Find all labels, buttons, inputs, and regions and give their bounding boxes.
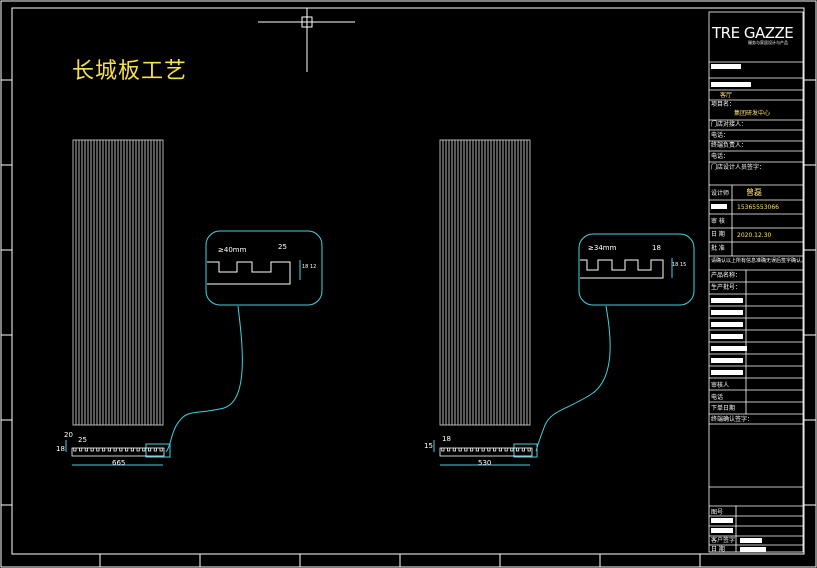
title-block-redacted-bar xyxy=(711,64,741,69)
tb-phone2-label: 电话： xyxy=(711,153,730,160)
tb-bottom3-label: 日 期 xyxy=(711,546,725,553)
tb-project-value: 集团研发中心 xyxy=(734,110,771,117)
title-block-redacted-bar xyxy=(740,538,762,543)
title-block-redacted-bar xyxy=(711,298,743,303)
title-block-redacted-bar xyxy=(711,334,743,339)
detail-bubble-right xyxy=(513,233,695,458)
tb-room: 客厅 xyxy=(720,92,733,99)
inner-sheet-border xyxy=(11,7,805,555)
tb-terminal-label: 终端确认签字： xyxy=(711,416,754,423)
tb-checker-label: 审核人 xyxy=(711,382,730,389)
title-block-redacted-bar xyxy=(740,547,766,552)
tb-review-label: 审 核 xyxy=(711,218,725,225)
plank-strip-right xyxy=(439,447,533,457)
title-block-redacted-bar xyxy=(711,82,751,87)
tb-order-date-label: 下单日期 xyxy=(711,405,736,412)
tb-contact-label: 门店设计人员签字： xyxy=(711,164,766,171)
brand-logo: TRE GAZZE xyxy=(712,24,794,42)
right-bubble-side-label: 18 15 xyxy=(672,262,687,268)
tb-product-label: 产品名称： xyxy=(711,272,742,279)
tb-sales-label: 终端负责人： xyxy=(711,142,748,149)
title-block-redacted-bar xyxy=(711,358,743,363)
left-bubble-width-label: 25 xyxy=(278,243,287,251)
title-block-redacted-bar xyxy=(711,518,733,523)
left-plank-side-dim: 18 xyxy=(56,445,65,453)
right-bubble-width-label: 18 xyxy=(652,244,661,252)
tb-design-value: 曾磊 xyxy=(746,188,762,197)
tb-phone1-label: 电话： xyxy=(711,132,730,139)
title-block-frame xyxy=(708,11,804,553)
fluted-panel-left xyxy=(72,139,164,426)
right-plank-top-dim: 18 xyxy=(442,435,451,443)
tb-designer-label: 门店对接人： xyxy=(711,121,748,128)
border-zone-ticks xyxy=(1,79,816,567)
title-block-redacted-bar xyxy=(711,204,727,209)
right-plank-side-dim: 15 xyxy=(424,442,433,450)
tb-date-value: 2020.12.30 xyxy=(737,232,772,239)
title-block-redacted-bar xyxy=(711,346,747,351)
plank-strip-left xyxy=(71,447,165,457)
dimension-markers xyxy=(65,258,673,466)
right-bubble-depth-label: ≥34mm xyxy=(588,244,617,252)
tb-bottom1-label: 图号 xyxy=(711,509,724,516)
profile-section-left xyxy=(207,261,291,285)
tb-date-label: 日 期 xyxy=(711,231,725,238)
tb-order-label: 生产批号： xyxy=(711,284,742,291)
tb-note: 请确认以上所有信息准确无误后签字确认。 xyxy=(711,258,807,264)
tb-project-label: 项目名： xyxy=(711,101,736,108)
left-bubble-side-label: 18 12 xyxy=(302,264,317,270)
tb-design-label: 设计师 xyxy=(711,190,730,197)
title-block-redacted-bar xyxy=(711,370,743,375)
tb-bottom2-label: 客户签字 xyxy=(711,537,736,544)
title-block-redacted-bar xyxy=(711,322,743,327)
left-plank-top-dim: 20 xyxy=(64,431,73,439)
left-plank-width: 665 xyxy=(112,459,126,467)
tb-checker-phone-label: 电话 xyxy=(711,394,724,401)
fluted-panel-right xyxy=(439,139,531,426)
title-block-redacted-bar xyxy=(711,310,743,315)
left-plank-mid-dim: 25 xyxy=(78,436,87,444)
cad-crosshair-cursor[interactable] xyxy=(258,8,355,72)
detail-bubble-left xyxy=(145,230,323,458)
tb-mobile-value: 15365553066 xyxy=(737,204,779,211)
left-bubble-depth-label: ≥40mm xyxy=(218,246,247,254)
profile-section-right xyxy=(580,259,664,279)
drawing-title: 长城板工艺 xyxy=(72,59,188,84)
right-plank-width: 530 xyxy=(478,459,492,467)
tb-approve-label: 批 准 xyxy=(711,245,725,252)
title-block-redacted-bar xyxy=(711,528,733,533)
brand-logo-subtitle: 服务与家居设计与产品 xyxy=(748,40,788,45)
